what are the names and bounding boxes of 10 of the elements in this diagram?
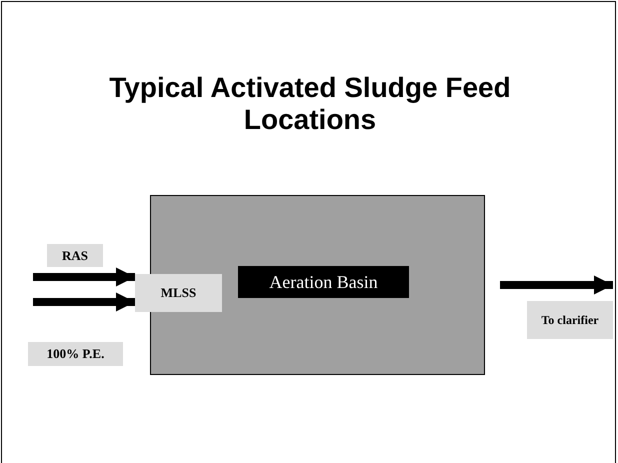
label-box: MLSS xyxy=(135,274,222,312)
arrow xyxy=(33,292,135,312)
title: Typical Activated Sludge Feed Locations xyxy=(108,72,512,136)
arrow xyxy=(500,275,613,295)
label-box: 100% P.E. xyxy=(28,342,123,366)
arrow xyxy=(33,267,135,287)
process-box: Aeration Basin xyxy=(238,266,409,298)
basin-box xyxy=(150,195,485,375)
label-box: RAS xyxy=(47,244,103,267)
label-box: To clarifier xyxy=(527,301,613,339)
